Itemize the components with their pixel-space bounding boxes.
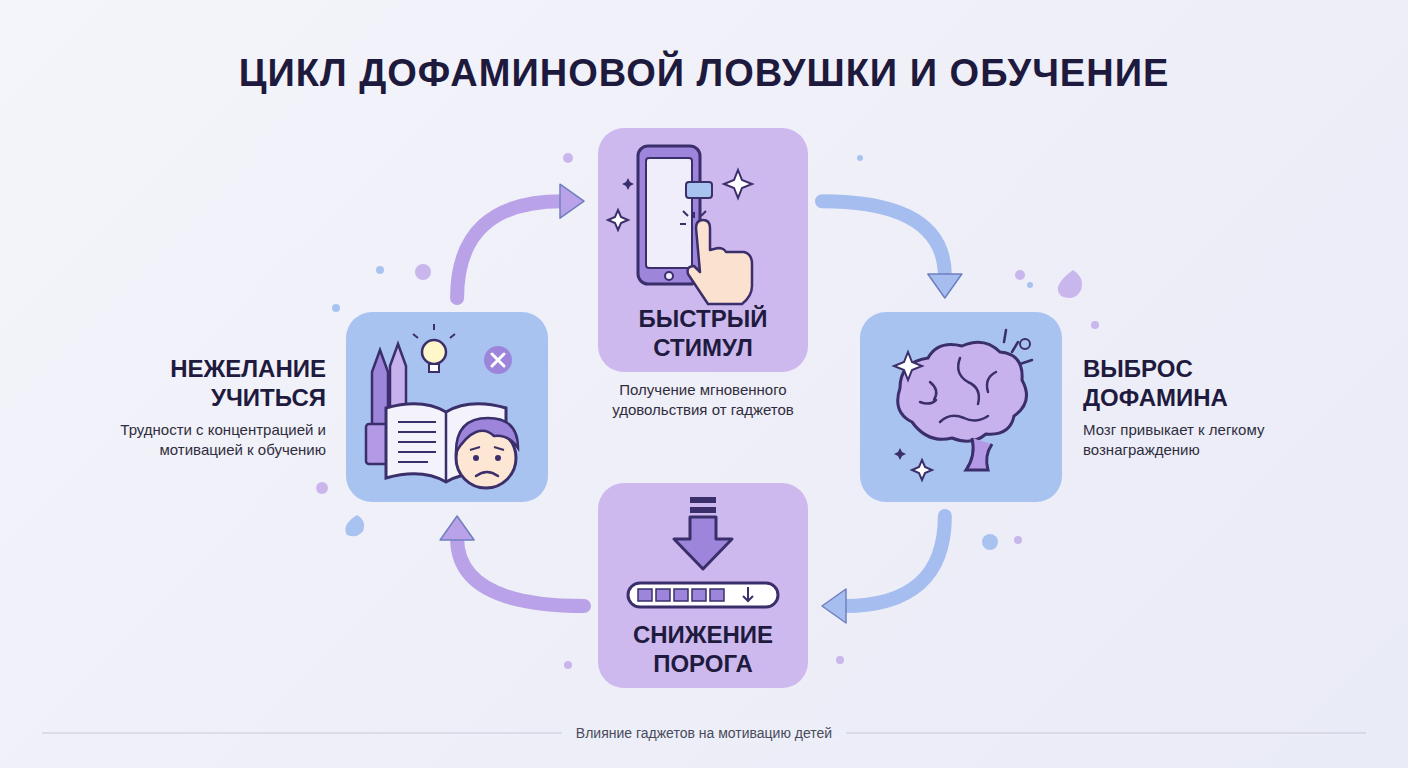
- cycle-arrow: [822, 201, 962, 298]
- arrow-head: [928, 274, 962, 298]
- arrow-head: [560, 184, 584, 218]
- process-box: СНИЖЕНИЕ ПОРОГА: [598, 483, 808, 688]
- node-description: Получение мгновенного удовольствия от га…: [573, 380, 833, 420]
- diagram-title: ЦИКЛ ДОФАМИНОВОЙ ЛОВУШКИ И ОБУЧЕНИЕ: [0, 52, 1408, 95]
- node-heading: СНИЖЕНИЕ ПОРОГА: [608, 620, 798, 678]
- brain-icon: [860, 312, 1062, 502]
- node-description: Трудности с концентрацией и мотивацией к…: [66, 420, 326, 460]
- arrow-head: [440, 516, 474, 540]
- node-heading: ВЫБРОС ДОФАМИНА: [1083, 354, 1303, 412]
- arrow-shaft: [822, 201, 945, 276]
- node-heading: НЕЖЕЛАНИЕ УЧИТЬСЯ: [106, 354, 326, 412]
- arrow-shaft: [457, 201, 562, 298]
- caption-row: Влияние гаджетов на мотивацию детей: [0, 725, 1408, 741]
- cycle-arrow: [822, 516, 945, 623]
- diagram-caption: Влияние гаджетов на мотивацию детей: [562, 725, 846, 741]
- node-description: Мозг привыкает к легкому вознаграждению: [1083, 420, 1333, 460]
- process-box: БЫСТРЫЙ СТИМУЛПолучение мгновенного удов…: [598, 128, 808, 372]
- arrow-shaft: [844, 516, 945, 606]
- cycle-arrow: [440, 516, 584, 606]
- arrow-head: [822, 589, 846, 623]
- cycle-arrow: [457, 184, 584, 298]
- arrow-shaft: [457, 538, 584, 606]
- process-box: НЕЖЕЛАНИЕ УЧИТЬСЯТрудности с концентраци…: [346, 312, 548, 502]
- process-box: ВЫБРОС ДОФАМИНАМозг привыкает к легкому …: [860, 312, 1062, 502]
- study-icon: [346, 312, 548, 502]
- node-heading: БЫСТРЫЙ СТИМУЛ: [608, 304, 798, 362]
